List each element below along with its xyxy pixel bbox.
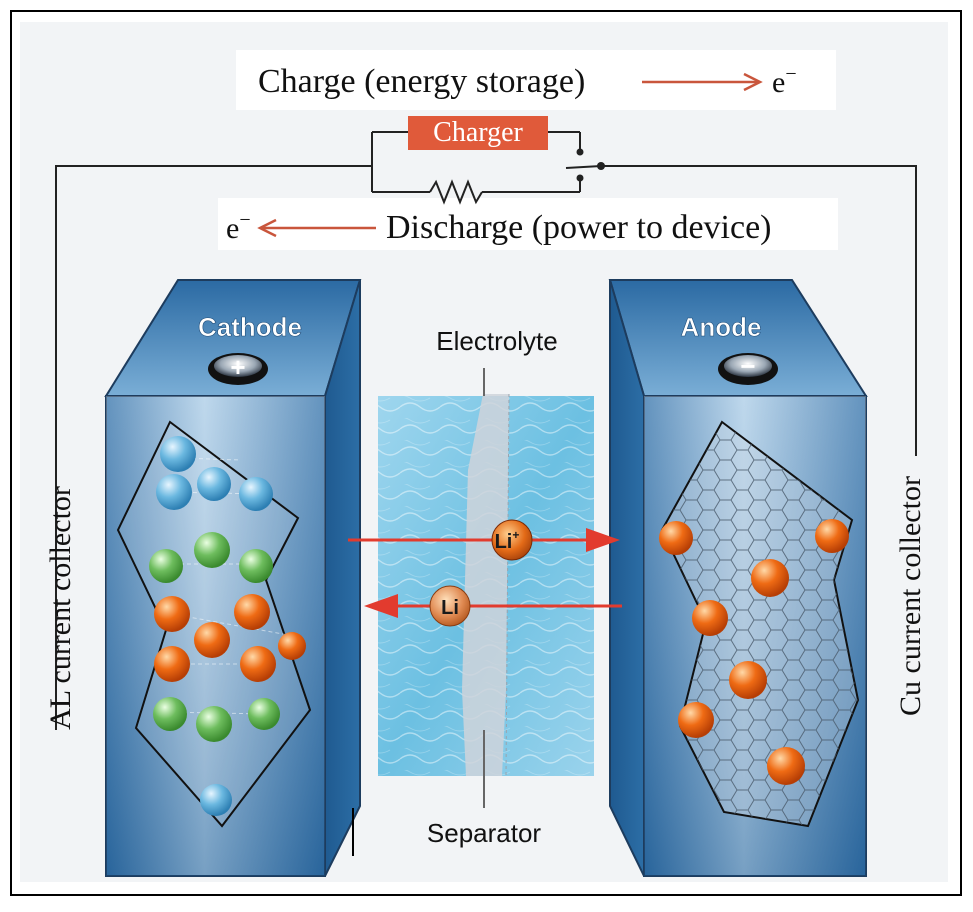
anode-spheres <box>659 519 849 785</box>
discharge-label: Discharge (power to device) <box>386 209 772 246</box>
charge-label: Charge (energy storage) <box>258 63 585 100</box>
anode-label: Anode <box>681 312 762 342</box>
separator-membrane <box>462 394 509 776</box>
cathode-spheres <box>149 436 306 816</box>
electrolyte-label: Electrolyte <box>436 326 557 356</box>
svg-text:Li: Li <box>441 597 459 619</box>
switch-pivot <box>597 162 605 170</box>
anode-terminal: − <box>718 351 778 385</box>
discharge-electron-label: e− <box>226 209 251 245</box>
li-atom: Li <box>429 585 471 627</box>
switch-contact-top <box>576 148 584 156</box>
ion-arrow-to-anode <box>348 528 620 552</box>
charger-label: Charger <box>433 117 523 148</box>
discharge-arrow <box>257 218 376 238</box>
discharge-label-bg <box>218 198 838 250</box>
cathode-label: Cathode <box>198 312 302 342</box>
outer-frame <box>10 10 962 896</box>
cathode-terminal: + <box>208 352 268 385</box>
charge-electron-label: e− <box>772 63 797 99</box>
switch-contact-bottom <box>576 174 584 182</box>
minus-icon: − <box>740 351 755 381</box>
charge-label-bg <box>236 50 836 110</box>
svg-text:Li+: Li+ <box>495 528 520 553</box>
charger-box <box>408 116 548 150</box>
li-ion: Li+ <box>491 519 533 561</box>
cu-collector-label: Cu current collector <box>894 476 927 716</box>
external-circuit <box>55 131 917 730</box>
plus-icon: + <box>230 352 245 382</box>
charge-arrow <box>642 72 763 92</box>
separator-label: Separator <box>427 818 542 848</box>
al-collector-label: AL current collector <box>44 486 77 730</box>
